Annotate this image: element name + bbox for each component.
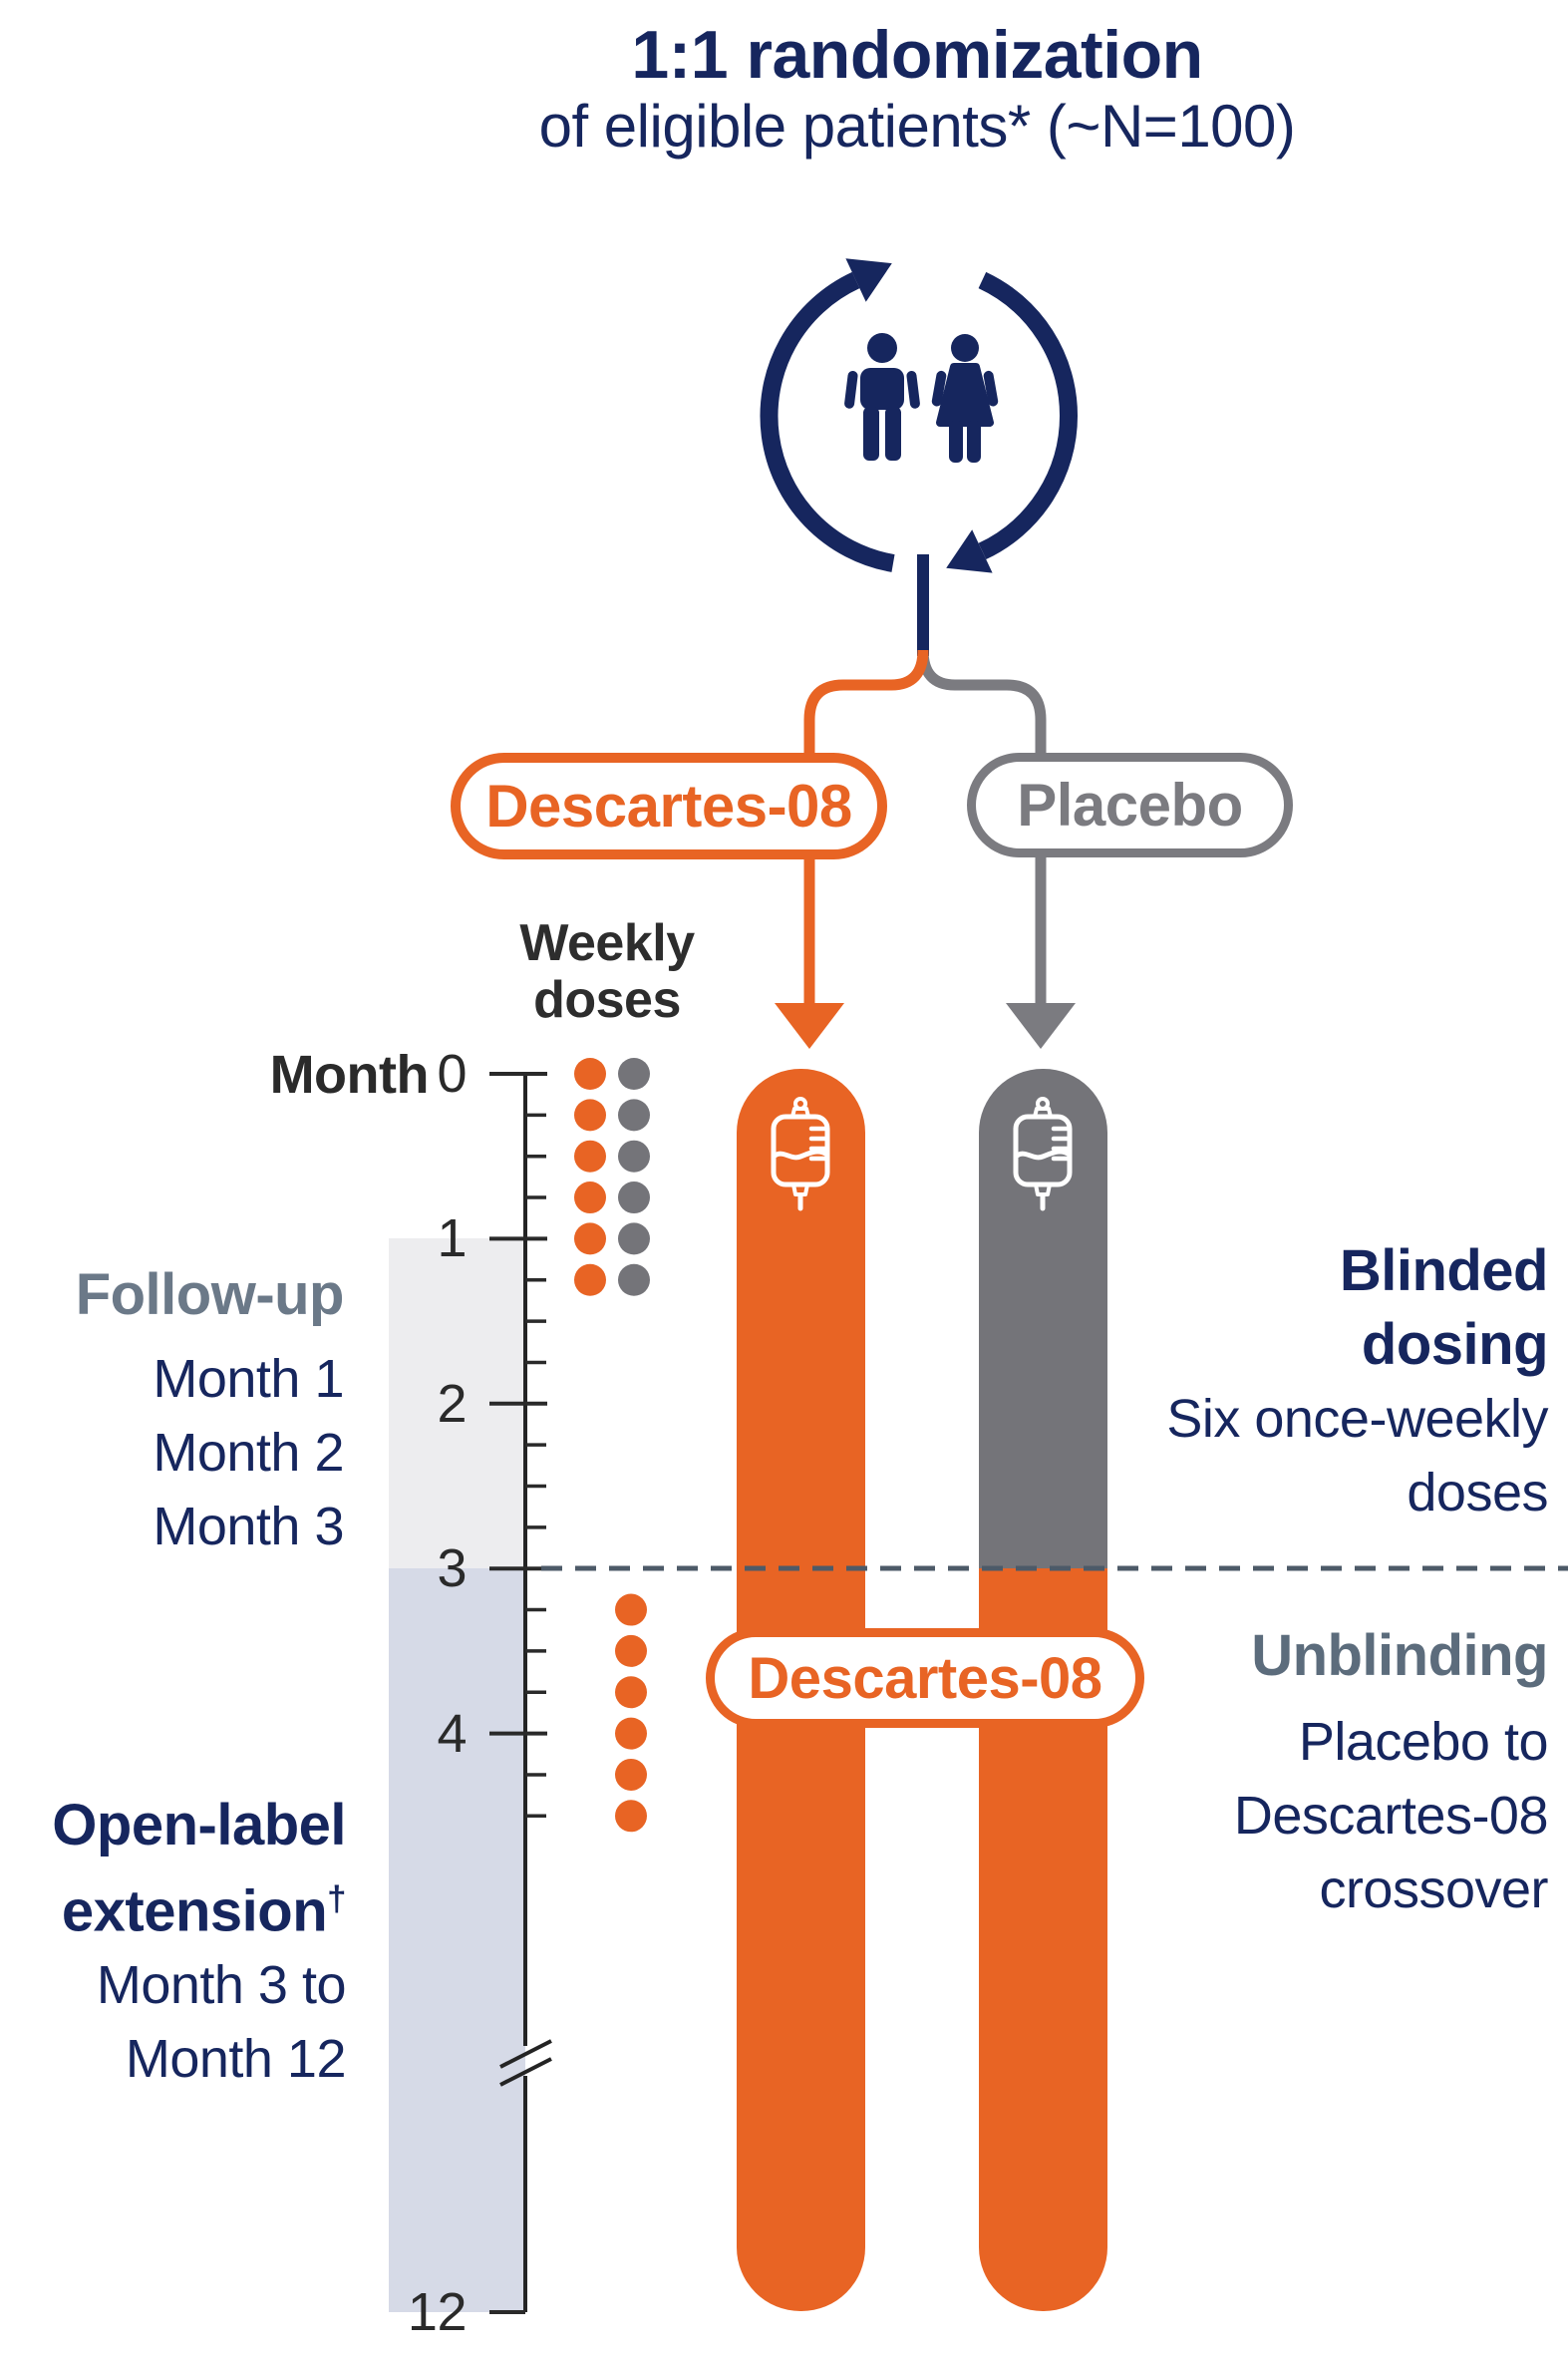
unblinding-title: Unblinding	[1251, 1623, 1548, 1688]
randomization-icon	[760, 258, 1079, 573]
month-axis-word: Month	[269, 1045, 430, 1105]
open-label-title-line-1: Open-label	[52, 1793, 346, 1857]
month-tick-label: 4	[437, 1703, 467, 1764]
iv-bag-icon	[1013, 1097, 1073, 1211]
descartes-arm-pill: Descartes-08	[451, 753, 887, 859]
month-tick-label: 0	[437, 1044, 467, 1104]
blinded-dose-dot-placebo	[618, 1263, 650, 1296]
open-label-dose-dot	[615, 1634, 647, 1667]
weekly-dose-dots	[574, 1058, 650, 1833]
open-label-dose-dot	[615, 1593, 647, 1626]
rotation-arrowhead-top	[845, 258, 892, 302]
blinded-dose-dot-descartes	[574, 1099, 606, 1132]
blinded-sub-line-1: Six once-weekly	[1166, 1389, 1548, 1449]
followup-annotation: Follow-up Month 1 Month 2 Month 3	[75, 1258, 345, 1563]
man-icon	[844, 333, 920, 461]
weekly-doses-label: Weekly doses	[519, 914, 695, 1029]
followup-line: Month 1	[153, 1349, 344, 1409]
month-tick-label: 1	[437, 1208, 467, 1269]
open-label-dose-dot	[615, 1758, 647, 1791]
axis-break-mark-1	[499, 2039, 552, 2069]
blinded-dose-dot-descartes	[574, 1058, 606, 1090]
blinded-dose-dot-descartes	[574, 1263, 606, 1296]
open-label-annotation: Open-label extension† Month 3 to Month 1…	[52, 1789, 346, 2096]
followup-title: Follow-up	[75, 1262, 345, 1327]
open-label-range-line: Month 12	[125, 2029, 347, 2090]
month-tick-label: 3	[437, 1538, 467, 1599]
placebo-arrowhead	[1006, 1003, 1076, 1049]
weekly-doses-line-2: doses	[533, 971, 681, 1029]
blinded-dose-dot-placebo	[618, 1099, 650, 1132]
blinded-dose-dot-placebo	[618, 1058, 650, 1090]
treatment-arrowhead	[775, 1003, 844, 1049]
placebo-bar-blinded-segment	[979, 1069, 1107, 1568]
woman-icon	[931, 334, 999, 463]
crossover-pill: Descartes-08	[706, 1628, 1144, 1728]
blinded-title-line-1: Blinded	[1339, 1238, 1549, 1303]
rotation-arc-left	[760, 271, 895, 572]
blinded-title-line-2: dosing	[1361, 1312, 1549, 1377]
followup-line: Month 2	[153, 1423, 344, 1483]
dagger-footnote-mark: †	[327, 1879, 346, 1918]
blinded-dose-dot-placebo	[618, 1222, 650, 1255]
blinded-dose-dot-descartes	[574, 1140, 606, 1173]
month-tick-label: 2	[437, 1373, 467, 1434]
rotation-arrowhead-bottom	[946, 529, 993, 573]
placebo-arm-label: Placebo	[1017, 772, 1243, 839]
weekly-doses-line-1: Weekly	[519, 914, 695, 972]
blinded-dosing-annotation: Blinded dosing Six once-weekly doses	[1166, 1234, 1548, 1529]
rotation-arc-right	[978, 271, 1079, 560]
month-tick-label: 12	[407, 2282, 468, 2342]
iv-bag-icon	[771, 1097, 830, 1211]
blinded-dose-dot-placebo	[618, 1181, 650, 1214]
diagram-title: 1:1 randomization of eligible patients* …	[539, 16, 1296, 160]
open-label-dose-dot	[615, 1717, 647, 1750]
title-line-1: 1:1 randomization	[631, 17, 1203, 93]
axis-break-mark-2	[499, 2057, 552, 2087]
open-label-dose-dot	[615, 1800, 647, 1833]
open-label-range-line: Month 3 to	[96, 1955, 347, 2016]
blinded-dose-dot-descartes	[574, 1222, 606, 1255]
unblinding-annotation: Unblinding Placebo to Descartes-08 cross…	[1233, 1619, 1549, 1926]
axis-ticks	[489, 1072, 547, 2314]
unblinding-sub-line-3: crossover	[1319, 1859, 1548, 1919]
open-label-dose-dot	[615, 1676, 647, 1709]
title-line-2: of eligible patients* (~N=100)	[538, 93, 1296, 160]
blinded-sub-line-2: doses	[1407, 1463, 1548, 1522]
crossover-label: Descartes-08	[748, 1645, 1102, 1711]
followup-line: Month 3	[153, 1497, 344, 1556]
unblinding-sub-line-2: Descartes-08	[1233, 1786, 1549, 1846]
open-label-title-line-2: extension†	[61, 1878, 347, 1944]
blinded-dose-dot-descartes	[574, 1181, 606, 1214]
placebo-arm-pill: Placebo	[967, 753, 1293, 857]
descartes-arm-label: Descartes-08	[485, 773, 852, 840]
unblinding-sub-line-1: Placebo to	[1298, 1712, 1549, 1772]
open-label-band	[389, 1568, 525, 2312]
blinded-dose-dot-placebo	[618, 1140, 650, 1173]
